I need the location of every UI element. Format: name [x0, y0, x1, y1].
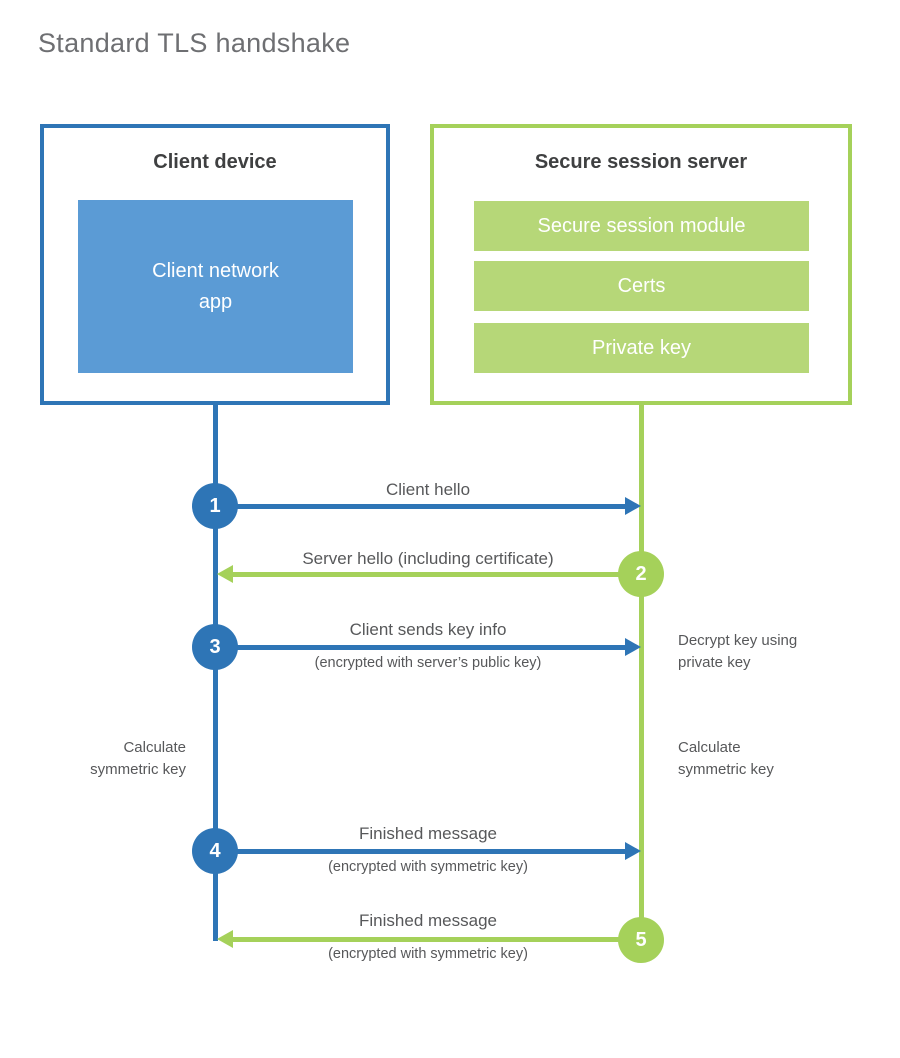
step3-circle: 3: [192, 624, 238, 670]
step2-arrow-line: [233, 572, 641, 577]
step3-arrowhead-icon: [625, 638, 641, 656]
step1-arrow-line: [215, 504, 625, 509]
note-decrypt-key: Decrypt key using private key: [678, 632, 798, 671]
server-module-secure-session: Secure session module: [474, 201, 809, 251]
step4-circle: 4: [192, 828, 238, 874]
step3-sublabel: (encrypted with server’s public key): [314, 655, 542, 671]
server-lifeline: [639, 404, 644, 941]
step1-circle: 1: [192, 483, 238, 529]
step2-circle: 2: [618, 551, 664, 597]
step3-label: Client sends key info: [349, 620, 507, 639]
step5-arrowhead-icon: [217, 930, 233, 948]
secure-session-server-box: Secure session server Secure session mod…: [430, 124, 852, 405]
step5-sublabel: (encrypted with symmetric key): [328, 946, 528, 962]
server-title: Secure session server: [534, 151, 748, 173]
client-network-app-module: Client network app: [78, 200, 353, 373]
step1-label: Client hello: [385, 480, 471, 499]
step4-label: Finished message: [359, 824, 497, 843]
step4-arrowhead-icon: [625, 842, 641, 860]
step5-circle: 5: [618, 917, 664, 963]
note-calculate-symmetric-key-server: Calculate symmetric key: [678, 739, 774, 778]
client-lifeline: [213, 404, 218, 941]
server-module-private-key: Private key: [474, 323, 809, 373]
step3-arrow-line: [215, 645, 625, 650]
step5-arrow-line: [233, 937, 641, 942]
client-device-box: Client device Client network app: [40, 124, 390, 405]
step4-sublabel: (encrypted with symmetric key): [328, 859, 528, 875]
step2-label: Server hello (including certificate): [302, 549, 554, 568]
step1-arrowhead-icon: [625, 497, 641, 515]
client-device-title: Client device: [153, 151, 277, 173]
step2-arrowhead-icon: [217, 565, 233, 583]
step4-arrow-line: [215, 849, 625, 854]
step5-label: Finished message: [359, 911, 497, 930]
server-module-certs: Certs: [474, 261, 809, 311]
page-title: Standard TLS handshake: [38, 28, 351, 58]
note-calculate-symmetric-key-client: Calculate symmetric key: [90, 739, 186, 778]
